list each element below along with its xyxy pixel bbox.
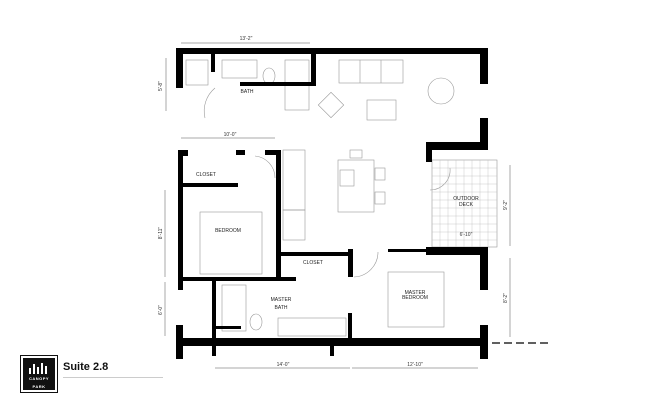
walls — [176, 48, 488, 359]
dim-deck-width: 6'-10" — [460, 232, 473, 238]
dimension-lines — [164, 42, 550, 369]
room-label-master-bath-2: BATH — [275, 305, 288, 311]
dim-bottom-right: 12'-10" — [407, 362, 423, 368]
deck-grid — [431, 159, 498, 248]
dim-bottom-left: 14'-0" — [277, 362, 290, 368]
room-label-closet-2: CLOSET — [303, 260, 323, 266]
dim-top: 13'-2" — [240, 36, 253, 42]
logo-text-top: CANOPY — [28, 376, 50, 381]
dim-mid: 10'-0" — [224, 132, 237, 138]
dim-right-low: 8'-2" — [503, 293, 509, 303]
room-label-closet: CLOSET — [196, 172, 216, 178]
title-underline — [63, 377, 163, 378]
dim-left-low: 6'-0" — [158, 305, 164, 315]
suite-title: Suite 2.8 — [63, 361, 109, 373]
logo-bars-icon — [29, 363, 49, 374]
room-label-deck-1: OUTDOOR — [453, 196, 479, 202]
room-label-deck-2: DECK — [459, 202, 474, 208]
room-label-master-bedroom-1: MASTER — [405, 290, 426, 296]
dim-left-mid: 8'-11" — [158, 227, 164, 240]
furniture — [185, 59, 455, 337]
dim-left-top: 5'-8" — [158, 81, 164, 91]
logo-text-bottom: PARK — [32, 384, 46, 389]
canopy-park-logo: CANOPY PARK — [20, 355, 58, 393]
room-label-master-bath-1: MASTER — [271, 297, 292, 303]
room-label-master-bedroom-2: BEDROOM — [402, 295, 428, 301]
room-label-bedroom: BEDROOM — [215, 228, 241, 234]
dim-deck-height: 9'-2" — [503, 200, 509, 210]
room-label-bath: BATH — [241, 89, 254, 95]
